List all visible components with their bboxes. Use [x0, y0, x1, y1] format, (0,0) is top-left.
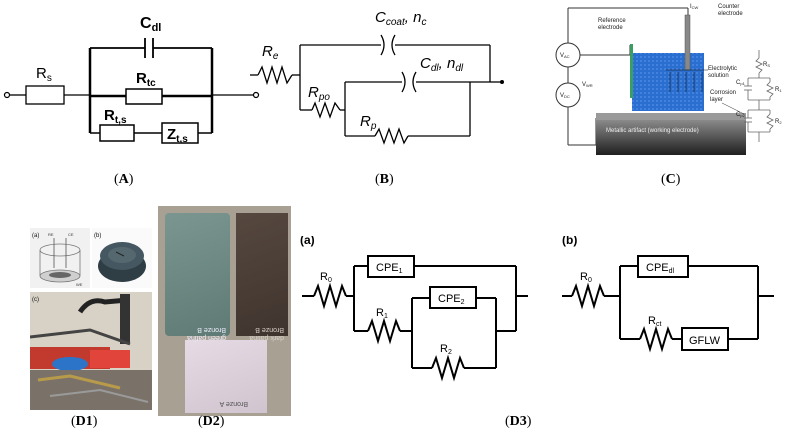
d1-photo-c: (c) — [30, 292, 152, 410]
d2-sample-board: Bronze B green patina Bronze B dark pati… — [158, 206, 291, 416]
svg-text:Reference: Reference — [598, 18, 626, 24]
rts-label: Rt,s — [104, 107, 127, 126]
svg-text:CE: CE — [68, 232, 74, 237]
d3a-cpe1-label: CPE1 — [376, 262, 403, 275]
re-resistor — [257, 64, 293, 86]
rp-label: Rp — [360, 113, 377, 132]
svg-text:RS: RS — [763, 62, 770, 68]
svg-text:(a): (a) — [32, 233, 39, 239]
counter-electrode — [684, 14, 691, 71]
terminal-right — [252, 91, 260, 99]
d3b-gflw-label: GFLW — [689, 335, 721, 347]
panel-b-caption: (B) — [375, 172, 394, 187]
svg-text:VWR: VWR — [582, 82, 593, 88]
r0-resistor — [571, 282, 605, 310]
r2-resistor — [431, 354, 465, 382]
bronze-b-green-patina — [165, 213, 230, 336]
panel-a-circuit: Cdl Rs Rtc Rt,s Zt,s — [3, 15, 260, 145]
panel-d1-caption: (D1) — [71, 414, 98, 429]
svg-text:RE: RE — [48, 232, 54, 237]
terminal-left — [3, 91, 11, 99]
vdc-meter — [555, 82, 581, 108]
d3b-cpedl-label: CPEdl — [646, 262, 675, 275]
r1-resistor — [367, 317, 401, 345]
svg-text:Electrolytic: Electrolytic — [708, 66, 737, 72]
svg-text:Bronze A: Bronze A — [219, 400, 248, 407]
svg-text:Bronze B: Bronze B — [255, 326, 284, 333]
bronze-b-dark-patina — [236, 213, 288, 336]
ccoat-label: Ccoat, nc — [375, 9, 426, 28]
re-label: Re — [262, 43, 279, 62]
rct-resistor — [639, 325, 673, 353]
svg-text:electrode: electrode — [718, 11, 743, 17]
svg-text:electrode: electrode — [598, 25, 623, 31]
d3a-r1-label: R1 — [376, 307, 388, 320]
d3b-r0-label: R0 — [580, 271, 592, 284]
panel-c-diagram: VAC VDC VWR Metallic artifact (working e… — [555, 4, 782, 155]
svg-text:solution: solution — [708, 73, 729, 79]
rtc-resistor — [125, 88, 163, 105]
svg-text:R1: R1 — [775, 87, 782, 93]
d3a-cpe2-label: CPE2 — [438, 293, 465, 306]
panel-d3b-circuit: (b) R0 CPEdl Rct GFLW — [562, 236, 774, 353]
svg-text:R2: R2 — [775, 119, 782, 125]
panel-c-caption: (C) — [661, 172, 681, 187]
svg-text:(c): (c) — [32, 297, 39, 303]
svg-text:Corrosion: Corrosion — [710, 90, 736, 96]
terminal-right — [500, 80, 504, 84]
d1-photo-a: (a) RE CE WE — [30, 228, 90, 288]
d3a-r0-label: R0 — [320, 271, 332, 284]
panel-b-circuit: Re Ccoat, nc Cdl, ndl Rpo Rp — [250, 9, 504, 145]
r0-resistor — [313, 282, 347, 310]
d3a-r2-label: R2 — [440, 343, 452, 356]
cdl-nd-label: Cdl, ndl — [420, 55, 464, 74]
rpo-label: Rpo — [308, 84, 330, 103]
panel-a-caption: (A) — [114, 172, 134, 187]
rp-resistor — [374, 127, 409, 145]
panel-d2-caption: (D2) — [198, 414, 225, 429]
svg-text:WE: WE — [76, 282, 83, 287]
panel-d3-caption: (D3) — [505, 414, 532, 429]
svg-text:(b): (b) — [94, 233, 101, 239]
zts-label: Zt,s — [167, 126, 188, 145]
rpo-resistor — [311, 101, 341, 119]
corrosion-layer — [596, 113, 746, 120]
svg-text:Cp2: Cp2 — [736, 112, 746, 118]
d1-photo-b: (b) — [92, 228, 152, 288]
cdl-label: Cdl — [140, 15, 161, 34]
svg-text:layer: layer — [710, 97, 723, 103]
svg-text:(a): (a) — [300, 236, 315, 247]
svg-text:VAC: VAC — [560, 53, 570, 59]
svg-text:Cp1: Cp1 — [736, 80, 746, 86]
rs-resistor — [25, 85, 65, 105]
d3b-rct-label: Rct — [648, 315, 661, 328]
rts-resistor — [99, 124, 135, 142]
svg-text:VDC: VDC — [560, 93, 570, 99]
svg-text:ICW: ICW — [690, 4, 699, 10]
svg-text:(b): (b) — [562, 236, 577, 247]
svg-text:Bronze B: Bronze B — [197, 326, 226, 333]
svg-text:Counter: Counter — [718, 4, 739, 10]
vac-meter — [555, 42, 581, 68]
bronze-a-sample — [185, 340, 267, 413]
metallic-artifact — [596, 120, 746, 155]
reference-electrode — [630, 44, 633, 98]
rtc-label: Rtc — [136, 70, 156, 89]
svg-text:Metallic artifact (working ele: Metallic artifact (working electrode) — [606, 128, 699, 134]
svg-text:green patina: green patina — [187, 334, 226, 341]
rs-label: Rs — [36, 65, 52, 84]
svg-text:dark patina: dark patina — [249, 334, 284, 341]
panel-d3a-circuit: (a) R0 CPE1 R1 CPE2 R2 — [300, 236, 528, 382]
